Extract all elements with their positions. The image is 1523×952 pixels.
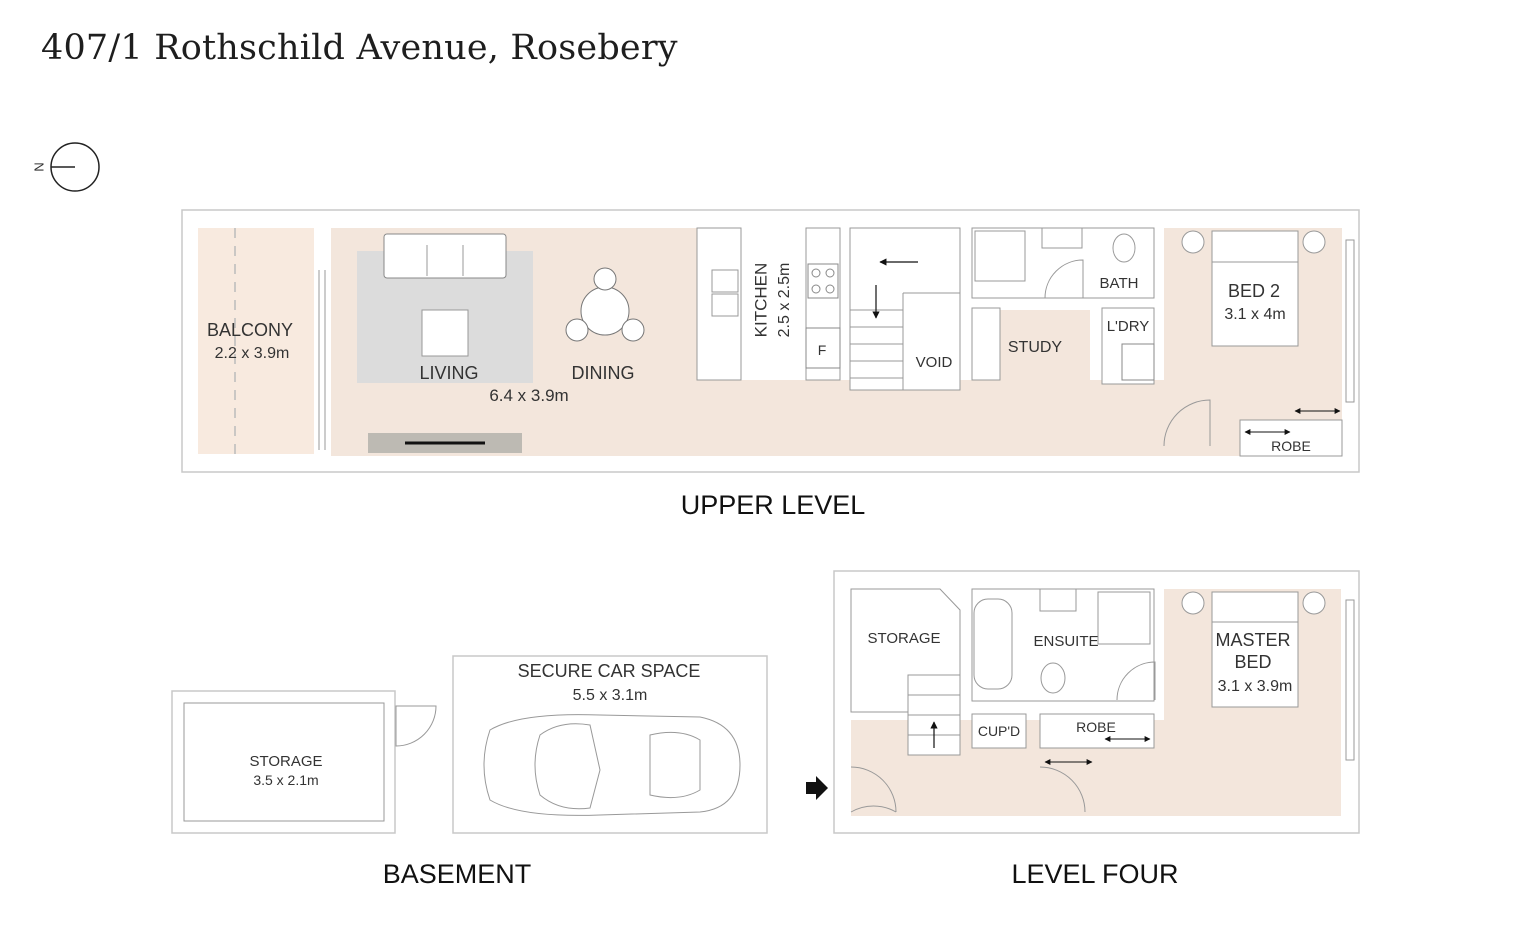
window: [1345, 239, 1355, 403]
stairwell: [849, 227, 961, 391]
basement-heading: BASEMENT: [383, 859, 532, 889]
balcony-floor: [198, 228, 314, 454]
door-swing: [1116, 661, 1156, 701]
door-swing: [1039, 766, 1086, 813]
compass: N: [32, 142, 100, 192]
basement-storage-size: 3.5 x 2.1m: [253, 772, 318, 788]
dining-table: [565, 267, 645, 342]
kitchen-size: 2.5 x 2.5m: [776, 263, 793, 338]
study-floor: [1000, 310, 1090, 390]
sink-icon: [711, 293, 739, 317]
cupboard: [971, 713, 1027, 749]
toilet-icon: [1040, 662, 1066, 694]
basement-storage-room: [183, 702, 385, 822]
car-icon: [483, 714, 741, 816]
bed-icon: [1211, 230, 1299, 347]
sink-icon: [711, 269, 739, 293]
upper-level-heading: UPPER LEVEL: [681, 490, 866, 520]
door-swing: [395, 705, 437, 747]
compass-north-label: N: [32, 162, 47, 171]
lamp-icon: [1181, 591, 1205, 615]
lamp-icon: [1302, 230, 1326, 254]
basement-plan: STORAGE 3.5 x 2.1m SECURE CAR SPACE 5.5 …: [171, 655, 768, 834]
balcony-label: BALCONY: [207, 320, 293, 340]
fridge: [805, 327, 841, 369]
living-size: 6.4 x 3.9m: [489, 386, 568, 405]
dining-label: DINING: [572, 363, 635, 383]
shower-icon: [1097, 591, 1151, 645]
basin-icon: [1041, 227, 1083, 249]
page-title: 407/1 Rothschild Avenue, Rosebery: [41, 28, 678, 68]
void-label: VOID: [916, 354, 953, 371]
hall-floor: [698, 380, 1164, 456]
master-label-line2: BED: [1234, 652, 1271, 672]
study-desk: [971, 307, 1001, 381]
level-four-plan: STORAGE ENSUITE MASTER BED 3.1 x 3.9m CU…: [806, 570, 1360, 834]
burner-icon: [825, 284, 835, 294]
laundry-label: L'DRY: [1107, 318, 1150, 335]
burner-icon: [811, 268, 821, 278]
robe-label: ROBE: [1271, 438, 1311, 454]
upper-level-plan: BALCONY 2.2 x 3.9m LIVING 6.4 x 3.9m DIN…: [181, 209, 1360, 473]
kitchen-label: KITCHEN: [751, 263, 770, 338]
level-four-heading: LEVEL FOUR: [1011, 859, 1178, 889]
toilet-icon: [1112, 233, 1136, 263]
door-swing: [850, 766, 897, 813]
basin-icon: [1039, 588, 1077, 612]
bed2-label: BED 2: [1228, 281, 1280, 301]
bath-label: BATH: [1100, 275, 1139, 292]
master-size: 3.1 x 3.9m: [1218, 678, 1293, 695]
cupd-label: CUP'D: [978, 723, 1020, 739]
robe: [1039, 713, 1155, 749]
storage-label: STORAGE: [867, 630, 940, 647]
bed2-size: 3.1 x 4m: [1224, 306, 1285, 323]
living-label: LIVING: [419, 363, 478, 383]
master-label-line1: MASTER: [1215, 630, 1290, 650]
burner-icon: [811, 284, 821, 294]
bed-icon: [1211, 591, 1299, 708]
cooktop-icon: [807, 263, 839, 299]
lamp-icon: [1302, 591, 1326, 615]
sofa: [383, 233, 507, 279]
study-label: STUDY: [1008, 339, 1063, 356]
car-space-size: 5.5 x 3.1m: [573, 687, 648, 704]
window: [1345, 599, 1355, 761]
robe-label: ROBE: [1076, 719, 1116, 735]
robe: [1239, 419, 1343, 457]
ensuite-label: ENSUITE: [1033, 633, 1098, 650]
coffee-table: [421, 309, 469, 357]
bathtub-icon: [973, 598, 1013, 690]
fridge-label: F: [818, 342, 827, 358]
car-space-label: SECURE CAR SPACE: [518, 661, 701, 681]
entry-arrow-icon: [806, 776, 828, 800]
washer-icon: [1121, 343, 1155, 381]
lamp-icon: [1181, 230, 1205, 254]
shower-icon: [974, 230, 1026, 282]
door-swing: [850, 805, 897, 813]
balcony-size: 2.2 x 3.9m: [215, 345, 290, 362]
burner-icon: [825, 268, 835, 278]
door-swing: [1044, 259, 1084, 299]
basement-storage-label: STORAGE: [249, 753, 322, 770]
door-swing: [1163, 399, 1211, 447]
